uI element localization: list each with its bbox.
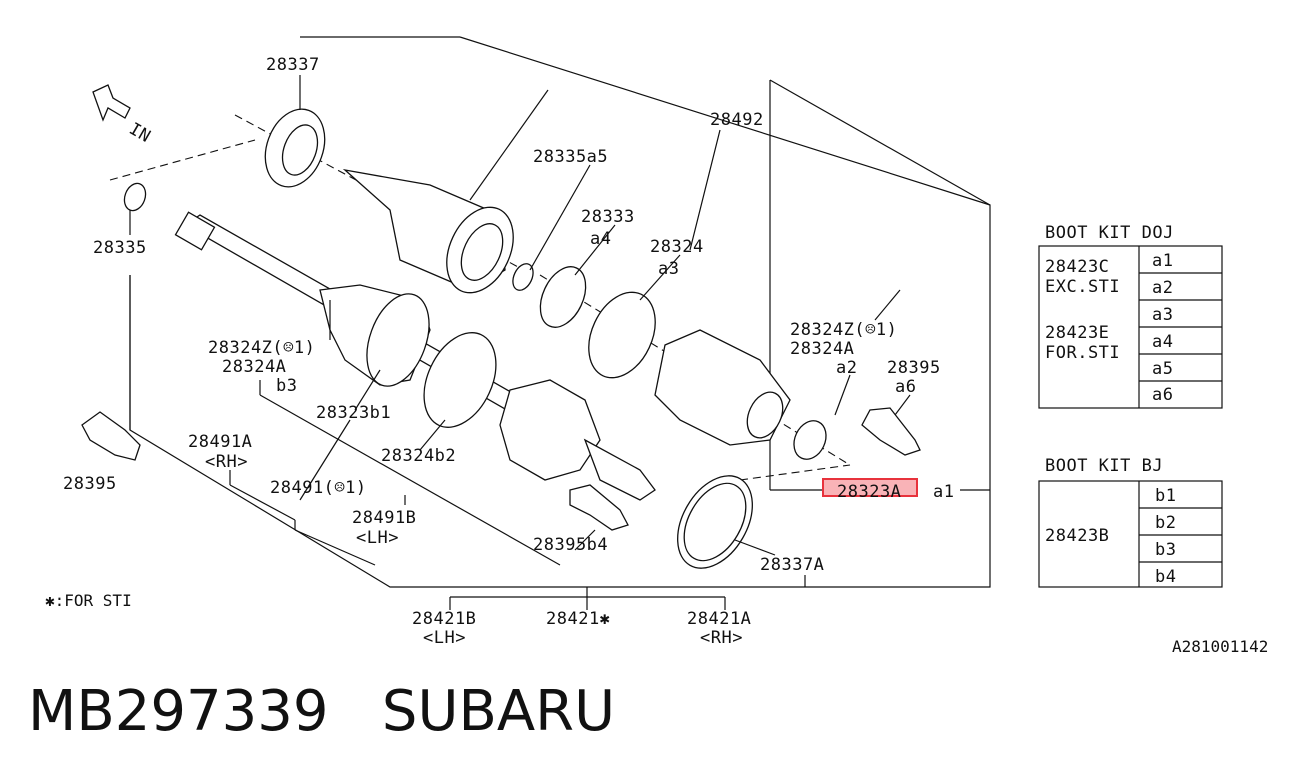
- doj-item-a3: a3: [1152, 305, 1173, 325]
- label-28324-a2: a2: [836, 358, 857, 378]
- label-28324a-right[interactable]: 28324A: [790, 339, 854, 359]
- label-28421a[interactable]: 28421A: [687, 609, 751, 629]
- doj-left-line-2: EXC.STI: [1045, 277, 1120, 297]
- label-28333-a4: a4: [590, 229, 611, 249]
- footer-part-number: MB297339: [28, 679, 329, 744]
- label-28335a5[interactable]: 28335a5: [533, 147, 608, 167]
- label-28324a-left[interactable]: 28324A: [222, 357, 286, 377]
- boot-kit-doj-table: BOOT KIT DOJ 28423C EXC.STI 28423E FOR.S…: [1038, 223, 1223, 409]
- doj-left-line-4: FOR.STI: [1045, 343, 1120, 363]
- label-28491b[interactable]: 28491B: [352, 508, 416, 528]
- label-28491[interactable]: 28491(☹1): [270, 478, 367, 498]
- doj-item-a4: a4: [1152, 332, 1173, 352]
- doj-item-a6: a6: [1152, 385, 1173, 405]
- label-28491a-rh: <RH>: [205, 452, 248, 472]
- label-28324b2[interactable]: 28324b2: [381, 446, 456, 466]
- label-28333[interactable]: 28333: [581, 207, 635, 227]
- doj-left-line-3[interactable]: 28423E: [1045, 323, 1109, 343]
- boot-kit-doj-title: BOOT KIT DOJ: [1045, 223, 1174, 243]
- label-28421a-rh: <RH>: [700, 628, 743, 648]
- label-28421[interactable]: 28421✱: [546, 609, 610, 629]
- label-28324[interactable]: 28324: [650, 237, 704, 257]
- bj-item-b3: b3: [1155, 540, 1176, 560]
- doj-item-a2: a2: [1152, 278, 1173, 298]
- footer-brand: SUBARU: [381, 679, 616, 744]
- sti-note: ✱:FOR STI: [45, 591, 132, 610]
- doj-left-line-1[interactable]: 28423C: [1045, 257, 1109, 277]
- doj-item-a5: a5: [1152, 359, 1173, 379]
- label-28324z-right[interactable]: 28324Z(☹1): [790, 320, 897, 340]
- bj-item-b4: b4: [1155, 567, 1176, 587]
- label-28337[interactable]: 28337: [266, 55, 320, 75]
- label-28324z-left[interactable]: 28324Z(☹1): [208, 338, 315, 358]
- label-28395-right[interactable]: 28395: [887, 358, 941, 378]
- label-28337a[interactable]: 28337A: [760, 555, 824, 575]
- boot-kit-bj-table: BOOT KIT BJ 28423B b1 b2 b3 b4: [1038, 456, 1223, 588]
- label-28324a-b3: b3: [276, 376, 297, 396]
- bj-item-b2: b2: [1155, 513, 1176, 533]
- label-28421b[interactable]: 28421B: [412, 609, 476, 629]
- label-28421b-lh: <LH>: [423, 628, 466, 648]
- boot-kit-bj-title: BOOT KIT BJ: [1045, 456, 1163, 476]
- drawing-code: A281001142: [1172, 637, 1268, 656]
- label-28323a[interactable]: 28323A: [837, 482, 901, 502]
- label-28323b1[interactable]: 28323b1: [316, 403, 391, 423]
- leader-lines: [129, 75, 990, 610]
- highlight-box[interactable]: [822, 478, 918, 497]
- footer-title: MB297339 SUBARU: [28, 684, 615, 740]
- label-28492[interactable]: 28492: [710, 110, 764, 130]
- label-in-arrow: IN: [126, 119, 155, 147]
- label-28395-left[interactable]: 28395: [63, 474, 117, 494]
- label-28491b-lh: <LH>: [356, 528, 399, 548]
- doj-item-a1: a1: [1152, 251, 1173, 271]
- label-28323a-a1: a1: [933, 482, 954, 502]
- part-labels: 28337 28335 28335a5 28333 a4 28324 a3 28…: [45, 55, 1268, 656]
- label-28335-left[interactable]: 28335: [93, 238, 147, 258]
- bj-item-b1: b1: [1155, 486, 1176, 506]
- label-28491a[interactable]: 28491A: [188, 432, 252, 452]
- label-28395-a6: a6: [895, 377, 916, 397]
- label-28395b4[interactable]: 28395b4: [533, 535, 608, 555]
- bj-left-label[interactable]: 28423B: [1045, 526, 1109, 546]
- driveshaft-illustration: [81, 84, 921, 569]
- label-28324-a3: a3: [658, 259, 679, 279]
